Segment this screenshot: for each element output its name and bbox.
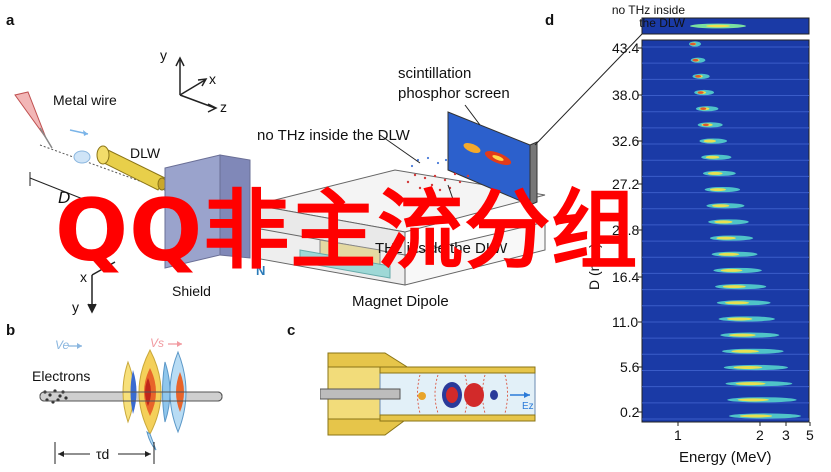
spectrum-peak	[709, 188, 726, 192]
coordinate-axes-top	[175, 56, 218, 113]
spectrum-peak	[707, 171, 723, 175]
lower-x-label: x	[80, 269, 87, 285]
no-thz-label: no THz inside the DLW	[257, 127, 410, 144]
x-axis-label: Energy (MeV)	[679, 449, 772, 466]
xtick-5: 5	[806, 427, 814, 443]
ytick-21-8: 21.8	[612, 222, 640, 238]
spectrum-peak	[705, 155, 720, 159]
lower-y-label: y	[72, 299, 79, 315]
tau-d-label: τd	[96, 446, 110, 462]
axis-x-label: x	[209, 71, 216, 87]
spectrum-peak	[733, 365, 763, 369]
scintillation-label: scintillation phosphor screen	[398, 65, 510, 102]
spectrum-peak	[716, 236, 736, 240]
spectrum-hotspot	[689, 42, 696, 46]
distance-label: D	[58, 188, 71, 207]
spectrum-peak	[727, 317, 753, 321]
panel-c-illustration	[320, 352, 536, 436]
axis-z-label: z	[220, 99, 227, 115]
xtick-3: 3	[782, 427, 790, 443]
spectrum-peak	[714, 220, 733, 224]
panel-letter-b: b	[6, 322, 16, 339]
xtick-2: 2	[756, 427, 764, 443]
shield-label: Shield	[172, 283, 211, 299]
shield-block	[164, 154, 251, 269]
axis-y-label: y	[160, 47, 167, 63]
no-thz-strip-label: no THz inside the DLW	[611, 3, 685, 30]
ytick-43-4: 43.4	[612, 40, 640, 56]
watermark-text: QQ非主流分组	[55, 181, 639, 281]
dlw-label: DLW	[130, 145, 161, 161]
panel-d-spectrum	[534, 17, 811, 426]
beam-axis	[39, 144, 171, 193]
magnet-dipole	[254, 169, 546, 286]
spectrum-peak	[724, 301, 750, 305]
spectrum-peak	[731, 349, 759, 353]
spectrum-peak	[712, 204, 730, 208]
spectrum-peak	[729, 333, 756, 337]
pole-s-label: S	[253, 231, 262, 246]
ytick-16-4: 16.4	[612, 269, 640, 285]
metal-wire-label: Metal wire	[53, 92, 117, 108]
ytick-0-2: 0.2	[620, 404, 640, 420]
spectrum-peak	[718, 252, 740, 256]
pole-n-label: N	[256, 263, 266, 278]
ytick-38-0: 38.0	[612, 87, 640, 103]
wakefield-pattern	[122, 348, 187, 451]
thz-label: THz inside the DLW	[375, 240, 508, 257]
panel-letter-a: a	[6, 12, 15, 29]
electrons-label: Electrons	[32, 368, 91, 384]
spectrum-peak	[737, 398, 769, 402]
ytick-27-2: 27.2	[612, 176, 640, 192]
spectrum-peak	[735, 382, 766, 386]
ytick-5-6: 5.6	[620, 359, 640, 375]
spectrum-plot-area	[641, 39, 810, 423]
panel-letter-c: c	[287, 322, 296, 339]
spectrum-hotspot	[692, 58, 699, 62]
spectrum-hotspot	[695, 75, 702, 78]
panel-a-illustration	[14, 56, 546, 314]
panel-b-illustration	[39, 341, 223, 464]
magnet-dipole-label: Magnet Dipole	[352, 293, 449, 310]
spectrum-peak	[703, 139, 717, 143]
xtick-1: 1	[674, 427, 682, 443]
spectrum-hotspot	[700, 107, 707, 110]
spectrum-peak	[739, 414, 773, 418]
ytick-32-6: 32.6	[612, 133, 640, 149]
spectrum-peak	[722, 285, 746, 289]
vs-label: Vs	[150, 336, 165, 350]
scintillation-screen	[447, 111, 538, 206]
spectrum-peak	[720, 268, 743, 272]
coordinate-axes-bottom	[87, 261, 116, 314]
metal-wire-cone	[14, 91, 47, 139]
ez-label: Ez	[522, 401, 534, 412]
ytick-11-0: 11.0	[612, 314, 639, 330]
ve-label: Ve	[55, 338, 70, 352]
spectrum-hotspot	[697, 91, 704, 94]
spectrum-hotspot	[702, 123, 709, 127]
panel-letter-d: d	[545, 12, 555, 29]
